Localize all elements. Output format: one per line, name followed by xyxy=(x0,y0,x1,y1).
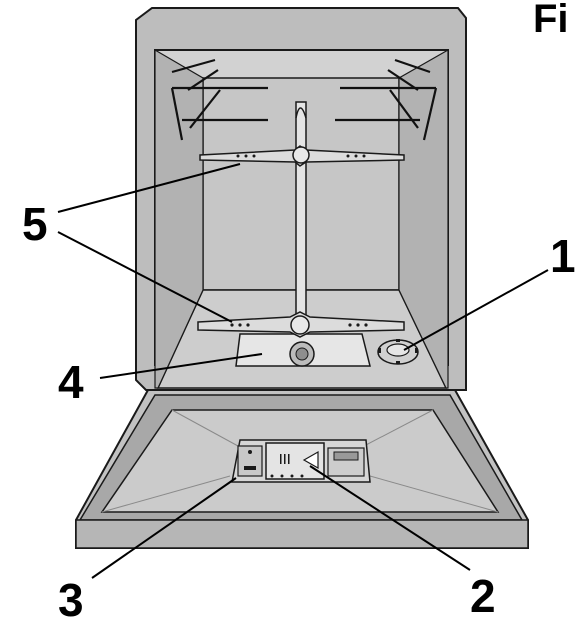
figure-heading-fragment: Fi xyxy=(533,0,569,41)
callout-4: 4 xyxy=(58,356,84,408)
upper-spray-arm xyxy=(199,145,405,167)
leader-2 xyxy=(309,465,471,571)
callout-leaders xyxy=(57,163,549,579)
callout-1: 1 xyxy=(550,230,576,282)
leader-1 xyxy=(403,269,549,351)
leader-5a xyxy=(57,163,241,213)
lower-spray-arm xyxy=(197,311,405,338)
callout-3: 3 xyxy=(58,574,84,620)
dishwasher-tub xyxy=(135,7,467,391)
filter-plate xyxy=(235,333,371,367)
callout-labels: 1 2 3 4 5 xyxy=(22,198,576,620)
upper-rack-rails xyxy=(170,58,438,141)
leader-4 xyxy=(99,353,263,379)
leader-3 xyxy=(91,477,237,579)
callout-5: 5 xyxy=(22,198,48,250)
detergent-dispenser xyxy=(231,439,371,483)
leader-5b xyxy=(57,231,233,323)
salt-container-cap xyxy=(377,339,419,365)
water-supply-pipe xyxy=(295,101,307,328)
callout-2: 2 xyxy=(470,570,496,620)
